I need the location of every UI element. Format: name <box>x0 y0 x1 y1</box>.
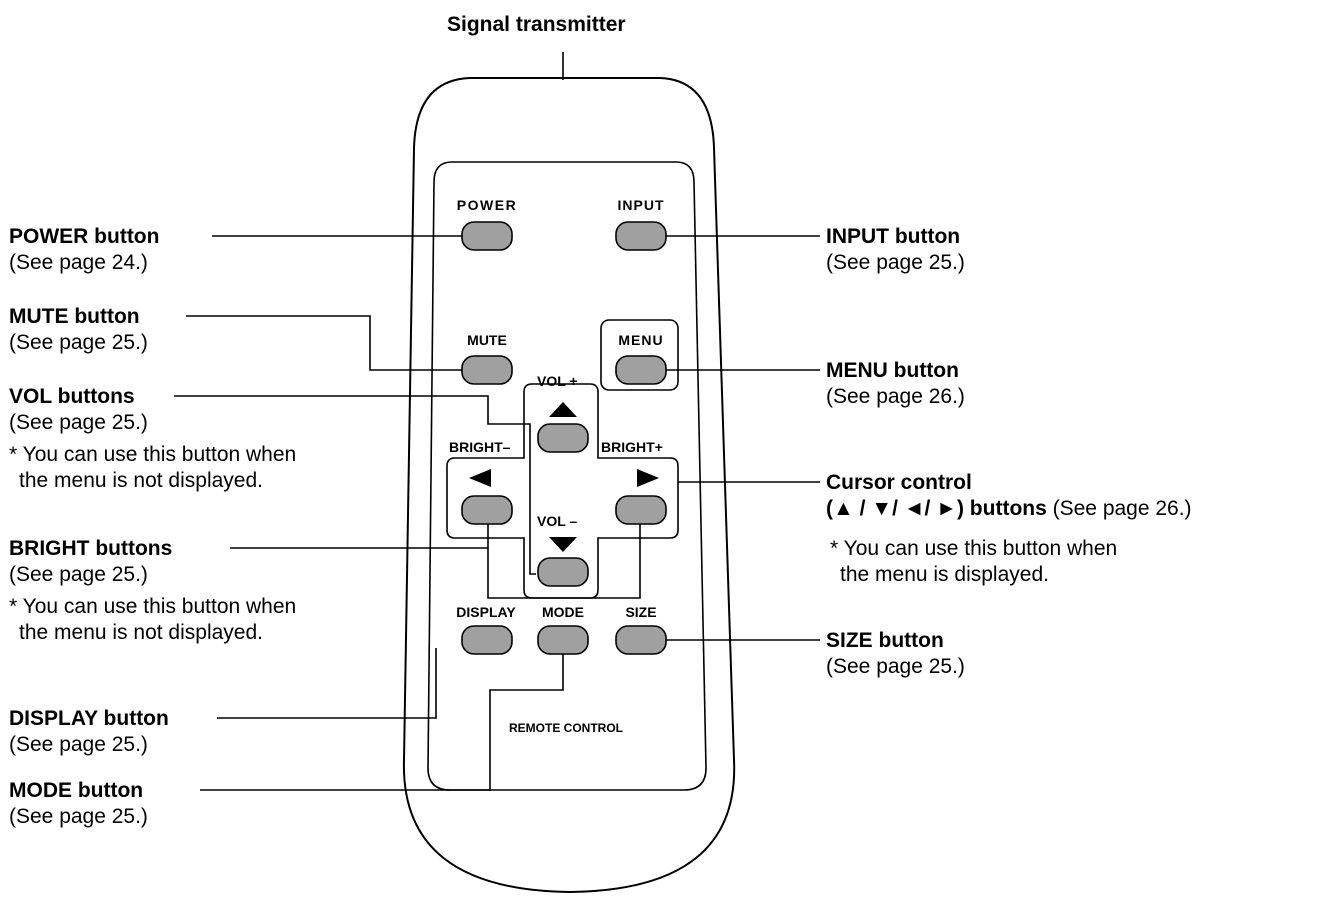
right-arrow-icon <box>637 469 659 487</box>
callout-input-page: (See page 25.) <box>826 251 965 274</box>
leader-vol <box>174 395 536 575</box>
vol-up-button[interactable] <box>537 423 589 453</box>
remote-face-panel <box>427 161 707 791</box>
menu-button[interactable] <box>615 355 667 385</box>
remote-vol-plus-label: VOL + <box>537 373 578 389</box>
mode-button[interactable] <box>537 625 589 655</box>
callout-menu: MENU button (See page 26.) <box>826 358 965 410</box>
remote-menu-label: MENU <box>618 332 663 348</box>
leader-display <box>217 648 437 719</box>
callout-mute-title: MUTE button <box>9 305 140 328</box>
callout-cursor-note2: the menu is displayed. <box>840 563 1049 586</box>
callout-bright-title: BRIGHT buttons <box>9 537 173 560</box>
remote-power-label: POWER <box>457 197 517 213</box>
callout-vol-title: VOL buttons <box>9 385 135 408</box>
remote-bright-plus-label: BRIGHT+ <box>601 439 663 455</box>
callout-size-title: SIZE button <box>826 629 944 652</box>
remote-mute-label: MUTE <box>467 332 507 348</box>
remote-vol-minus-label: VOL – <box>537 513 577 529</box>
callout-vol-note1: * You can use this button when <box>9 443 297 466</box>
callout-cursor-note1: * You can use this button when <box>830 537 1118 560</box>
callout-bright: BRIGHT buttons (See page 25.) * You can … <box>9 536 296 646</box>
callout-power: POWER button (See page 24.) <box>9 224 159 276</box>
menu-button-frame <box>600 319 679 391</box>
down-arrow-icon <box>549 537 577 552</box>
vol-down-button[interactable] <box>537 557 589 587</box>
signal-transmitter-title: Signal transmitter <box>447 13 626 36</box>
remote-input-label: INPUT <box>618 197 665 213</box>
callout-power-page: (See page 24.) <box>9 251 148 274</box>
callout-size-page: (See page 25.) <box>826 655 965 678</box>
remote-mode-label: MODE <box>542 604 584 620</box>
callout-cursor: Cursor control (▲ / ▼/ ◄/ ►) buttons (Se… <box>826 470 1192 588</box>
leader-bright-right <box>487 524 641 599</box>
remote-bright-minus-label: BRIGHT– <box>449 439 511 455</box>
callout-display-page: (See page 25.) <box>9 733 148 756</box>
callout-display: DISPLAY button (See page 25.) <box>9 706 169 758</box>
callout-input-title: INPUT button <box>826 225 961 248</box>
callout-mute: MUTE button (See page 25.) <box>9 304 148 356</box>
callout-menu-page: (See page 26.) <box>826 385 965 408</box>
callout-cursor-page: (See page 26.) <box>1052 497 1192 520</box>
callout-cursor-title: Cursor control <box>826 471 972 494</box>
callout-size: SIZE button (See page 25.) <box>826 628 965 680</box>
leader-mode <box>200 652 564 791</box>
callout-vol: VOL buttons (See page 25.) * You can use… <box>9 384 296 494</box>
remote-body <box>402 77 736 894</box>
bright-up-button[interactable] <box>615 495 667 525</box>
display-button[interactable] <box>461 625 513 655</box>
size-button[interactable] <box>615 625 667 655</box>
callout-mode-title: MODE button <box>9 779 144 802</box>
callout-mute-page: (See page 25.) <box>9 331 148 354</box>
power-button[interactable] <box>461 221 513 251</box>
leader-mute <box>186 315 462 371</box>
mute-button[interactable] <box>461 355 513 385</box>
remote-size-label: SIZE <box>625 604 656 620</box>
callout-input: INPUT button (See page 25.) <box>826 224 965 276</box>
callout-bright-note2: the menu is not displayed. <box>19 621 263 644</box>
callout-display-title: DISPLAY button <box>9 707 169 730</box>
callout-vol-note2: the menu is not displayed. <box>19 469 263 492</box>
callout-power-title: POWER button <box>9 225 160 248</box>
bright-down-button[interactable] <box>461 495 513 525</box>
callout-mode-page: (See page 25.) <box>9 805 148 828</box>
callout-bright-page: (See page 25.) <box>9 563 148 586</box>
callout-cursor-title2: (▲ / ▼/ ◄/ ►) buttons <box>826 497 1047 520</box>
callout-bright-note1: * You can use this button when <box>9 595 297 618</box>
left-arrow-icon <box>469 469 491 487</box>
remote-caption: REMOTE CONTROL <box>509 721 623 735</box>
up-arrow-icon <box>549 402 577 417</box>
callout-menu-title: MENU button <box>826 359 959 382</box>
callout-vol-page: (See page 25.) <box>9 411 148 434</box>
input-button[interactable] <box>615 221 667 251</box>
remote-display-label: DISPLAY <box>456 604 516 620</box>
callout-mode: MODE button (See page 25.) <box>9 778 148 830</box>
